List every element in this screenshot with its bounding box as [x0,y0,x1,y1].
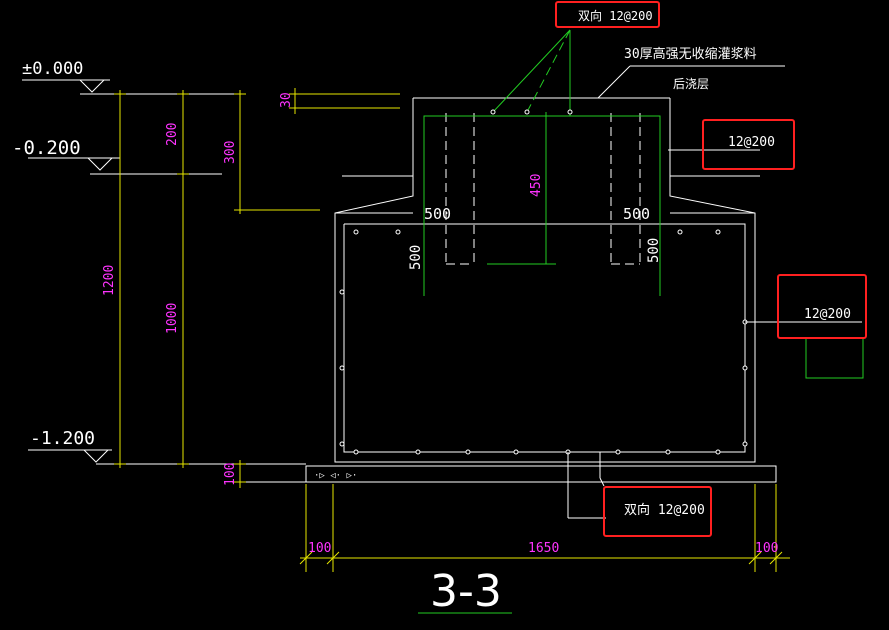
side-rebar-upper-note: 12@200 [728,135,775,150]
dim-100-vertical: 100 [223,463,238,486]
dim-200: 200 [165,123,180,146]
elevation-top: ±0.000 [22,59,83,79]
concrete-outline [334,97,756,463]
grout-note: 30厚高强无收缩灌浆料 [624,46,757,62]
dim-500-left-horizontal: 500 [424,205,451,223]
socket-dashed [445,113,641,265]
highlight-boxes [555,1,867,537]
dim-500-right-vertical: 500 [646,238,662,263]
section-title: 3-3 [430,566,502,617]
elevation-markers [22,79,306,483]
elevation-bottom: -1.200 [30,428,95,449]
dim-100-right: 100 [755,541,778,556]
top-rebar-note: 双向 12@200 [578,8,653,23]
dimension-lines [114,88,790,572]
side-rebar-lower-note: 12@200 [804,307,851,322]
svg-text:·▷ ◁· ▷·: ·▷ ◁· ▷· [314,471,357,481]
dim-500-left-vertical: 500 [408,245,424,270]
dim-100-left: 100 [308,541,331,556]
dim-30: 30 [279,92,294,108]
elevation-mid: -0.200 [12,137,81,159]
rebar-lines [423,29,864,379]
dim-1200: 1200 [102,265,117,296]
dim-500-right-horizontal: 500 [623,205,650,223]
dim-1650: 1650 [528,541,559,556]
rebar-dots [339,109,748,455]
leader-lines [567,65,862,519]
cushion-layer: ·▷ ◁· ▷· [305,465,777,483]
post-pour-note: 后浇层 [673,77,709,91]
dim-1000: 1000 [165,303,180,334]
dim-450: 450 [529,174,544,197]
bottom-rebar-note: 双向 12@200 [624,502,705,518]
dim-300: 300 [223,141,238,164]
